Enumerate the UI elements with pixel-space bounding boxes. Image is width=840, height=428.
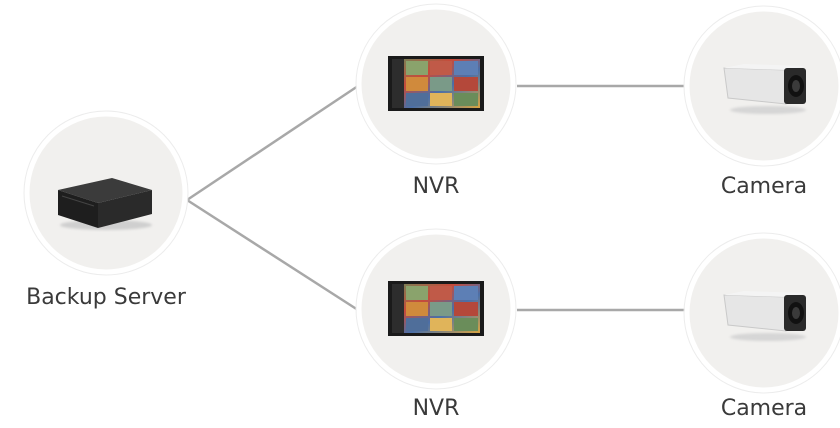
nvr-bottom-label: NVR xyxy=(412,396,460,421)
camera-bottom-label: Camera xyxy=(720,396,808,421)
nvr-top-node[interactable] xyxy=(355,3,517,165)
camera-icon xyxy=(723,64,806,114)
backup-server-label: Backup Server xyxy=(26,285,186,310)
nvr-monitor-icon xyxy=(388,56,484,111)
connectors xyxy=(186,84,686,312)
nvr-bottom-node[interactable] xyxy=(355,228,517,390)
connector-server-nvr-top xyxy=(186,84,359,202)
camera-icon xyxy=(723,291,806,341)
connector-server-nvr-bottom xyxy=(186,198,359,312)
nvr-top-label: NVR xyxy=(412,174,460,199)
camera-top-node[interactable] xyxy=(683,5,840,167)
server-icon xyxy=(58,178,152,230)
nvr-monitor-icon xyxy=(388,281,484,336)
camera-bottom-node[interactable] xyxy=(683,232,840,394)
camera-top-label: Camera xyxy=(720,174,808,199)
backup-server-node[interactable] xyxy=(23,110,189,276)
